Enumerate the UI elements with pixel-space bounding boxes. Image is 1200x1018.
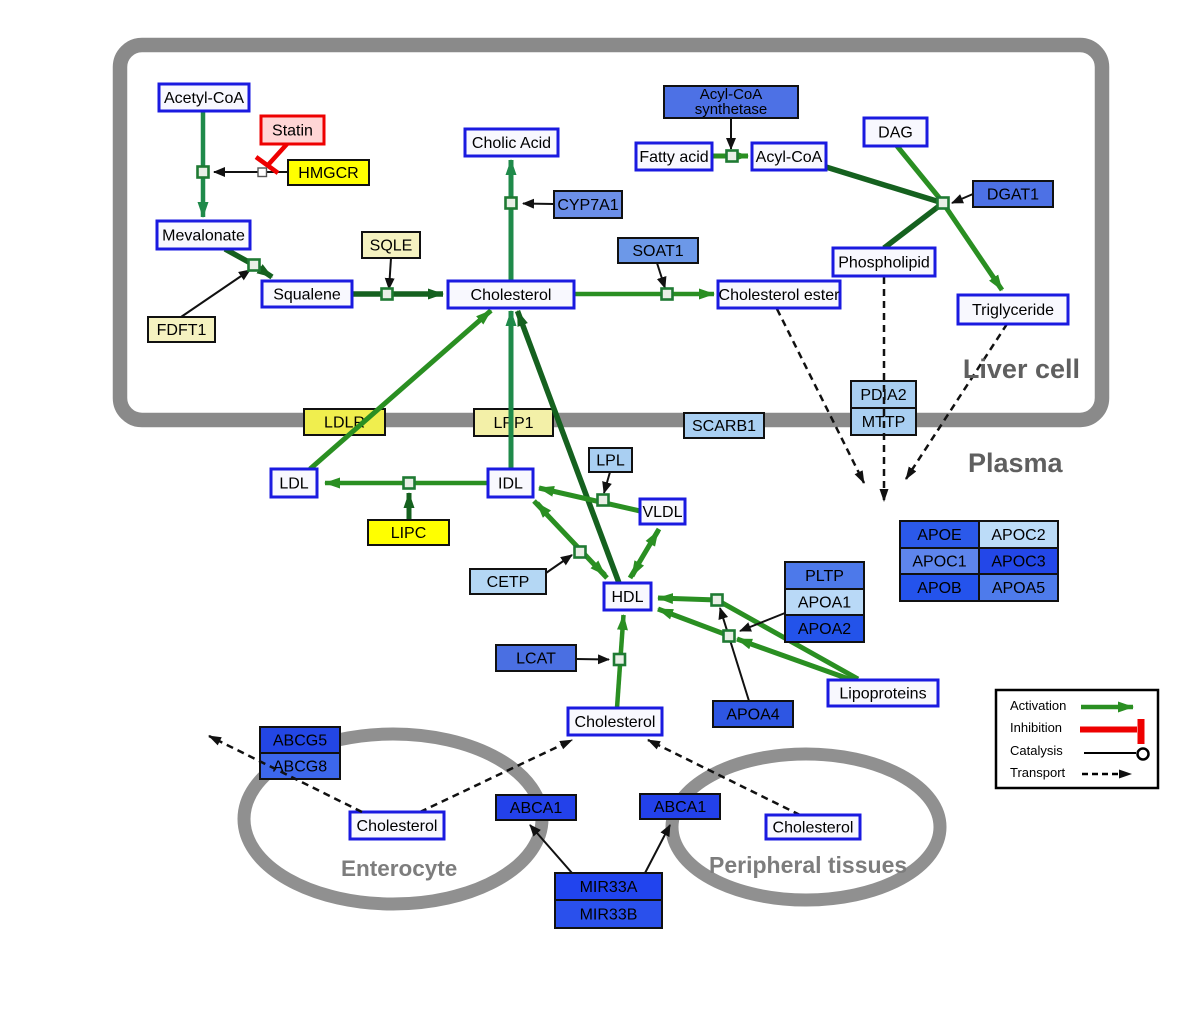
svg-text:APOC2: APOC2	[991, 527, 1045, 544]
svg-text:APOC3: APOC3	[991, 554, 1045, 571]
svg-text:FDFT1: FDFT1	[157, 322, 207, 339]
svg-text:ABCA1: ABCA1	[654, 799, 707, 816]
svg-text:CYP7A1: CYP7A1	[557, 197, 618, 214]
svg-text:MIR33B: MIR33B	[580, 907, 638, 924]
svg-text:DGAT1: DGAT1	[987, 187, 1039, 204]
svg-text:Cholesterol: Cholesterol	[471, 287, 552, 304]
svg-text:Cholesterol ester: Cholesterol ester	[719, 287, 841, 304]
svg-text:synthetase: synthetase	[695, 101, 768, 118]
svg-text:Plasma: Plasma	[968, 448, 1064, 478]
svg-text:MIR33A: MIR33A	[580, 879, 638, 896]
svg-text:VLDL: VLDL	[642, 504, 682, 521]
svg-text:Cholesterol: Cholesterol	[575, 714, 656, 731]
svg-text:Lipoproteins: Lipoproteins	[839, 686, 926, 703]
svg-text:ABCG8: ABCG8	[273, 759, 327, 776]
svg-text:PDIA2: PDIA2	[860, 387, 906, 404]
svg-text:LRP1: LRP1	[493, 415, 533, 432]
svg-text:Acyl-CoA: Acyl-CoA	[700, 86, 763, 103]
svg-text:Triglyceride: Triglyceride	[972, 302, 1054, 319]
svg-text:Inhibition: Inhibition	[1010, 720, 1062, 735]
svg-text:APOA2: APOA2	[798, 621, 851, 638]
svg-text:APOE: APOE	[917, 527, 961, 544]
svg-text:Peripheral tissues: Peripheral tissues	[709, 852, 907, 878]
svg-text:Mevalonate: Mevalonate	[162, 228, 245, 245]
svg-text:Liver cell: Liver cell	[963, 354, 1080, 384]
svg-text:Acyl-CoA: Acyl-CoA	[756, 149, 823, 166]
svg-text:LCAT: LCAT	[516, 651, 556, 668]
svg-text:LDL: LDL	[279, 476, 308, 493]
svg-text:SOAT1: SOAT1	[632, 243, 683, 260]
svg-text:APOB: APOB	[917, 580, 961, 597]
svg-text:APOC1: APOC1	[912, 554, 966, 571]
svg-text:SQLE: SQLE	[370, 238, 413, 255]
svg-text:HDL: HDL	[611, 589, 643, 606]
svg-text:IDL: IDL	[498, 476, 523, 493]
svg-text:SCARB1: SCARB1	[692, 418, 756, 435]
svg-text:Cholesterol: Cholesterol	[773, 820, 854, 837]
svg-text:PLTP: PLTP	[805, 568, 844, 585]
svg-text:APOA4: APOA4	[726, 707, 779, 724]
svg-text:APOA1: APOA1	[798, 595, 851, 612]
svg-text:LPL: LPL	[596, 453, 625, 470]
svg-text:Fatty acid: Fatty acid	[639, 149, 708, 166]
svg-text:Activation: Activation	[1010, 698, 1066, 713]
svg-text:ABCA1: ABCA1	[510, 800, 563, 817]
svg-text:Phospholipid: Phospholipid	[838, 255, 930, 272]
svg-text:CETP: CETP	[487, 574, 530, 591]
svg-text:Enterocyte: Enterocyte	[341, 856, 457, 881]
svg-text:Cholic Acid: Cholic Acid	[472, 135, 551, 152]
svg-text:Transport: Transport	[1010, 765, 1066, 780]
svg-text:Catalysis: Catalysis	[1010, 743, 1063, 758]
svg-text:APOA5: APOA5	[992, 580, 1045, 597]
svg-text:LIPC: LIPC	[391, 525, 427, 542]
svg-text:Cholesterol: Cholesterol	[357, 818, 438, 835]
svg-text:ABCG5: ABCG5	[273, 733, 327, 750]
svg-text:DAG: DAG	[878, 125, 913, 142]
svg-text:Acetyl-CoA: Acetyl-CoA	[164, 90, 244, 107]
svg-text:Squalene: Squalene	[273, 287, 341, 304]
svg-text:HMGCR: HMGCR	[298, 165, 358, 182]
svg-text:Statin: Statin	[272, 123, 313, 140]
